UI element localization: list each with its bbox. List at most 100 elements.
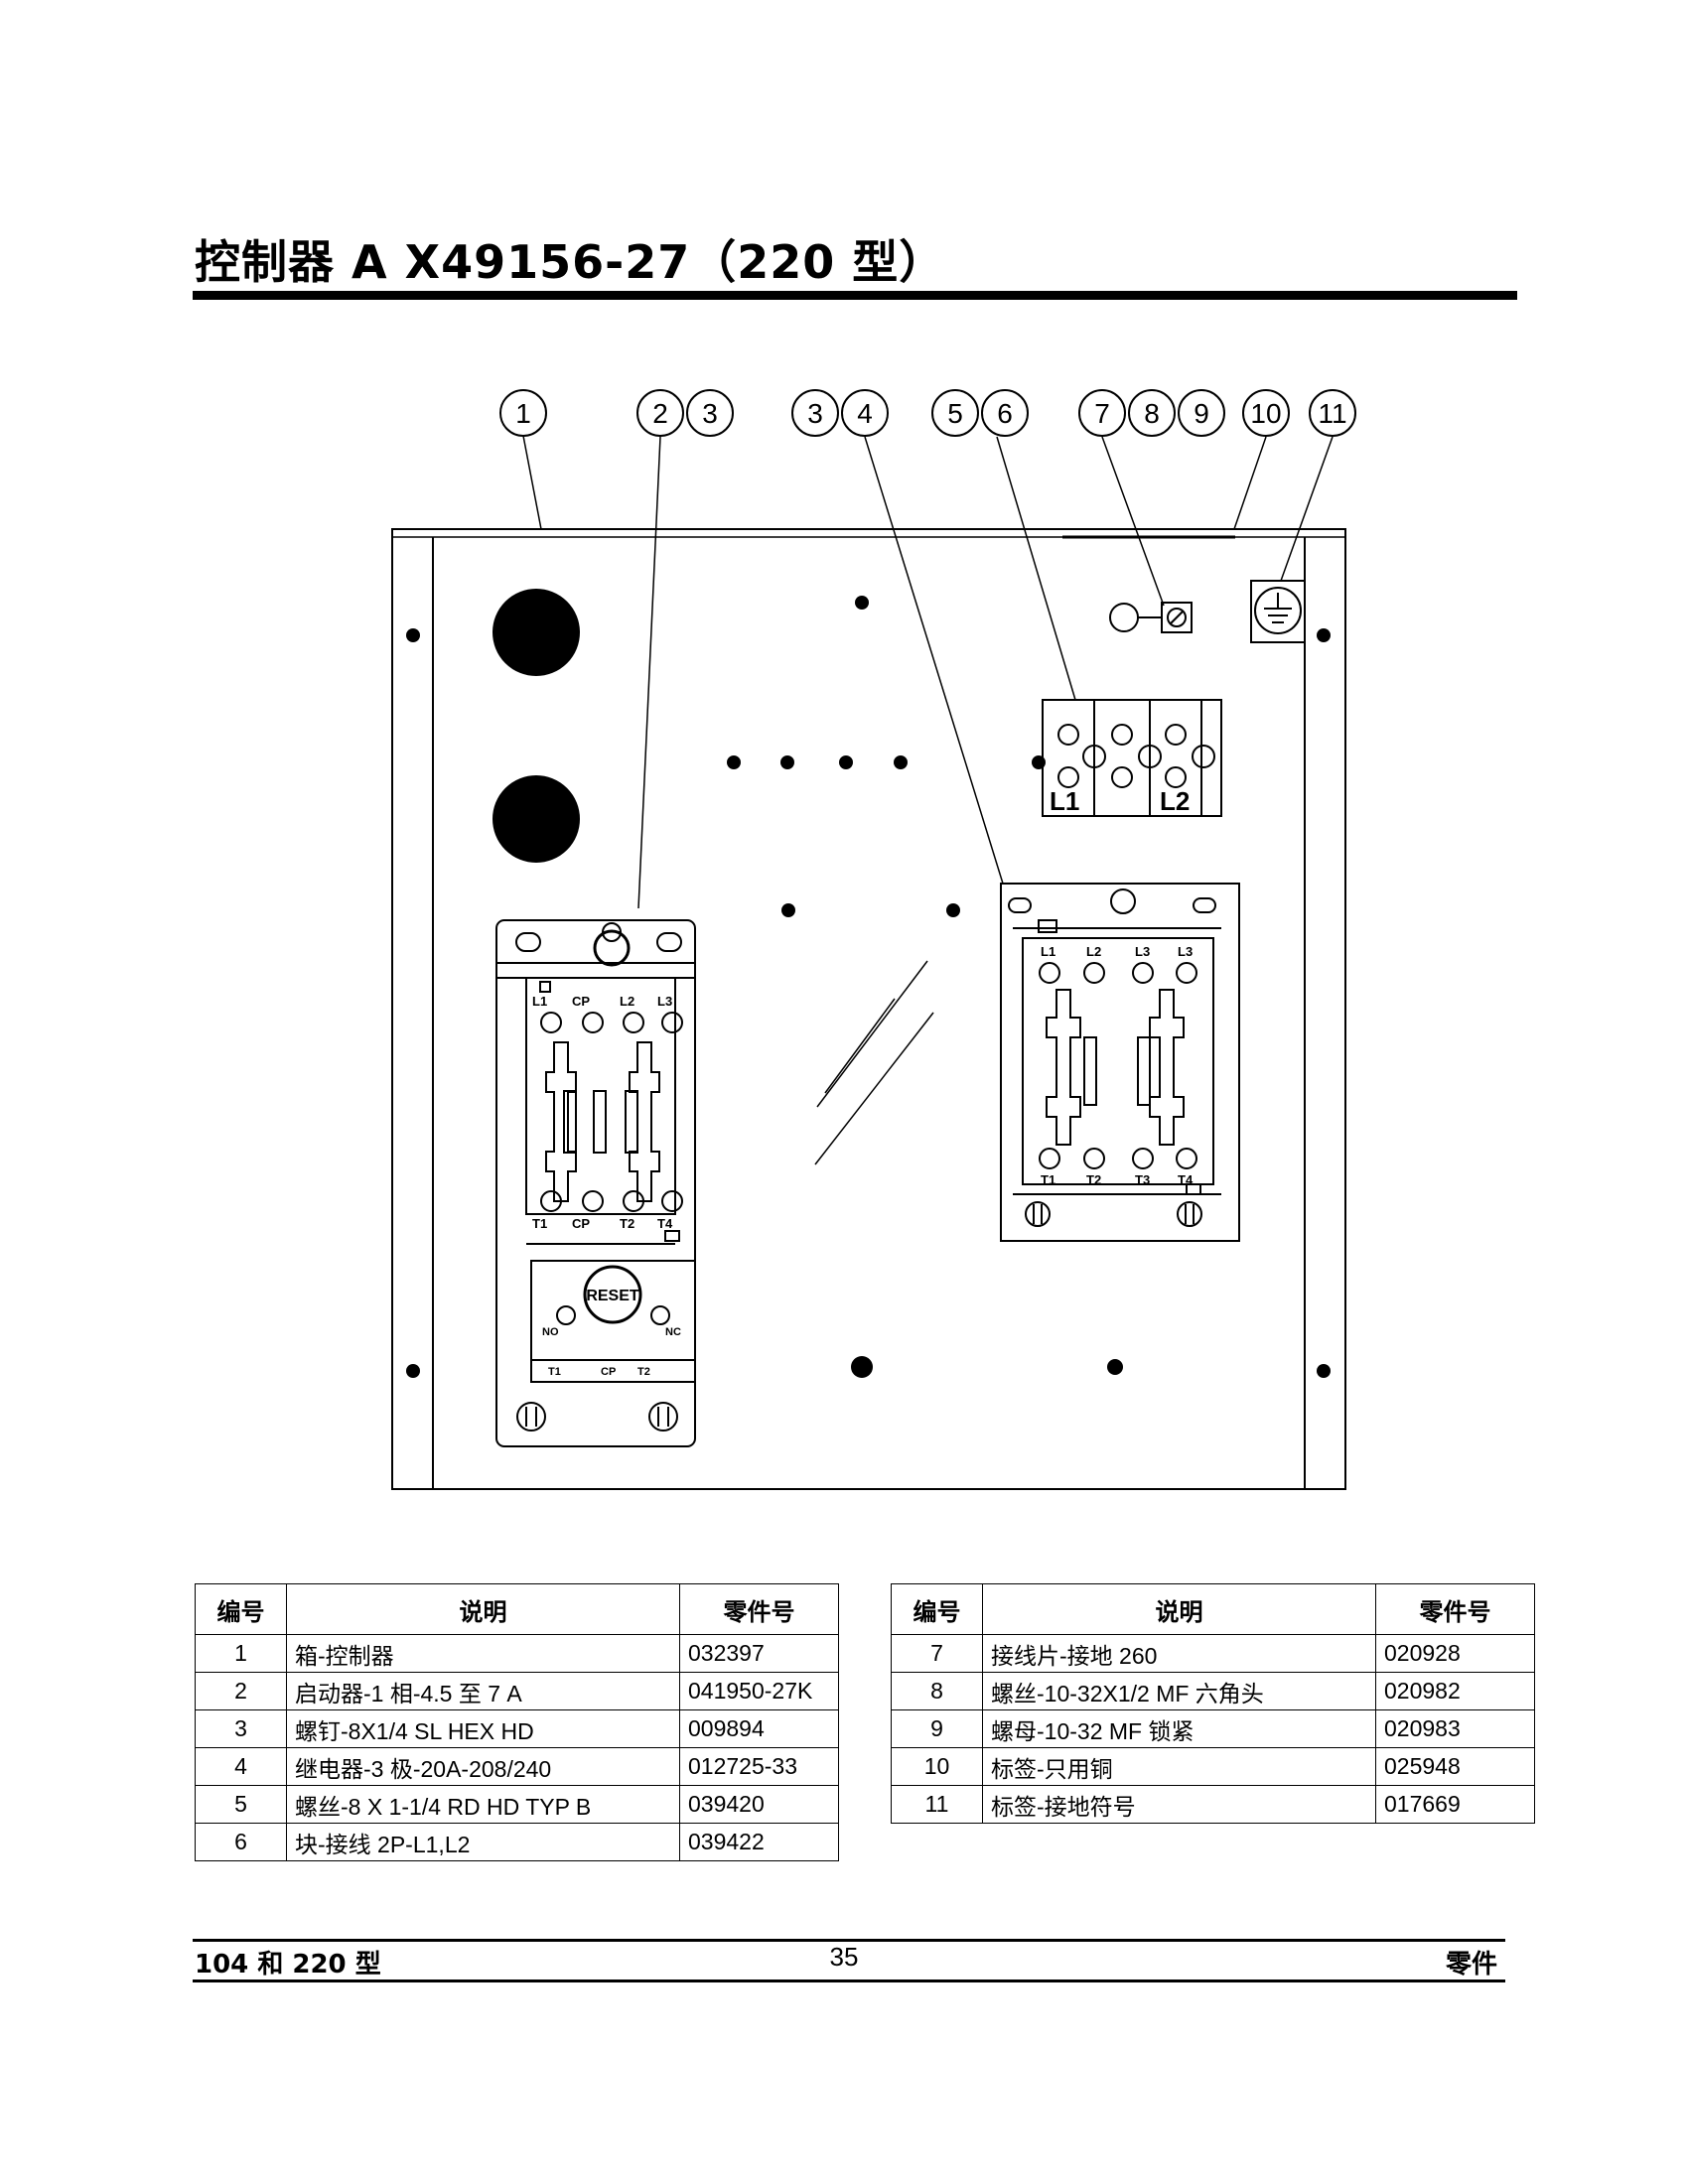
svg-text:3: 3	[807, 398, 823, 429]
item-part-number: 041950-27K	[679, 1672, 839, 1710]
item-description: 螺丝-8 X 1-1/4 RD HD TYP B	[286, 1785, 680, 1824]
table-row: 6 块-接线 2P-L1,L2 039422	[195, 1823, 839, 1861]
relay-assembly: L1 L2 L3 L3 T1 T2 T3 T4	[1000, 883, 1240, 1242]
item-number: 3	[195, 1709, 287, 1748]
svg-text:3: 3	[702, 398, 718, 429]
knockout-hole-top	[492, 589, 580, 676]
svg-text:CP: CP	[572, 1216, 590, 1231]
callout-2: 2	[636, 389, 684, 437]
footer-section: 零件	[1445, 1950, 1497, 1979]
item-description: 继电器-3 极-20A-208/240	[286, 1747, 680, 1786]
terminal-block: L1 L2	[1042, 699, 1222, 817]
svg-text:T2: T2	[637, 1366, 650, 1378]
svg-text:6: 6	[997, 398, 1013, 429]
svg-text:L1: L1	[1050, 786, 1079, 816]
item-description: 螺丝-10-32X1/2 MF 六角头	[982, 1672, 1376, 1710]
table-row: 8 螺丝-10-32X1/2 MF 六角头 020982	[891, 1672, 1535, 1710]
item-description: 螺母-10-32 MF 锁紧	[982, 1709, 1376, 1748]
svg-text:8: 8	[1144, 398, 1160, 429]
table-row: 4 继电器-3 极-20A-208/240 012725-33	[195, 1747, 839, 1786]
header-part-number: 零件号	[679, 1583, 839, 1635]
item-number: 4	[195, 1747, 287, 1786]
item-part-number: 017669	[1375, 1785, 1535, 1824]
header-number: 编号	[195, 1583, 287, 1635]
glare-lines	[814, 960, 934, 1165]
callout-10: 10	[1242, 389, 1290, 437]
item-number: 2	[195, 1672, 287, 1710]
footer-rule-top	[193, 1939, 1505, 1942]
svg-text:2: 2	[652, 398, 668, 429]
item-number: 7	[891, 1634, 983, 1673]
item-number: 6	[195, 1823, 287, 1861]
svg-text:L3: L3	[1135, 944, 1150, 959]
item-description: 启动器-1 相-4.5 至 7 A	[286, 1672, 680, 1710]
callout-3a: 3	[686, 389, 734, 437]
parts-table-left: 编号 说明 零件号 1 箱-控制器 032397 2 启动器-1 相-4.5 至…	[195, 1583, 839, 1861]
item-number: 8	[891, 1672, 983, 1710]
table-row: 9 螺母-10-32 MF 锁紧 020983	[891, 1709, 1535, 1748]
item-description: 块-接线 2P-L1,L2	[286, 1823, 680, 1861]
svg-text:L2: L2	[1086, 944, 1101, 959]
page-number: 35	[829, 1942, 859, 1972]
callout-3b: 3	[791, 389, 839, 437]
svg-text:L3: L3	[657, 994, 672, 1009]
controller-diagram: 1 2 3 3 4 5 6 7 8 9 10 11	[377, 382, 1410, 1499]
enclosure	[391, 528, 1346, 1490]
starter-assembly: L1 CP L2 L3 T1 CP T2 T4 RESET	[495, 919, 696, 1447]
item-description: 螺钉-8X1/4 SL HEX HD	[286, 1709, 680, 1748]
item-number: 5	[195, 1785, 287, 1824]
callout-8: 8	[1128, 389, 1176, 437]
table-row: 5 螺丝-8 X 1-1/4 RD HD TYP B 039420	[195, 1785, 839, 1824]
leader-lines	[522, 435, 1334, 909]
table-header-row: 编号 说明 零件号	[891, 1583, 1535, 1635]
callout-9: 9	[1178, 389, 1225, 437]
svg-text:T1: T1	[1041, 1172, 1055, 1187]
table-header-row: 编号 说明 零件号	[195, 1583, 839, 1635]
item-part-number: 012725-33	[679, 1747, 839, 1786]
svg-text:11: 11	[1318, 398, 1346, 429]
svg-text:T2: T2	[1086, 1172, 1101, 1187]
table-row: 3 螺钉-8X1/4 SL HEX HD 009894	[195, 1709, 839, 1748]
svg-text:T1: T1	[548, 1366, 561, 1378]
item-part-number: 009894	[679, 1709, 839, 1748]
item-number: 9	[891, 1709, 983, 1748]
header-number: 编号	[891, 1583, 983, 1635]
svg-text:T4: T4	[657, 1216, 673, 1231]
svg-text:L2: L2	[620, 994, 634, 1009]
svg-text:T1: T1	[532, 1216, 547, 1231]
item-description: 标签-接地符号	[982, 1785, 1376, 1824]
item-description: 标签-只用铜	[982, 1747, 1376, 1786]
svg-text:NO: NO	[542, 1326, 559, 1338]
parts-table-right: 编号 说明 零件号 7 接线片-接地 260 020928 8 螺丝-10-32…	[891, 1583, 1535, 1824]
callout-circles: 1 2 3 3 4 5 6 7 8 9 10 11	[499, 389, 1356, 437]
callout-5: 5	[931, 389, 979, 437]
svg-text:7: 7	[1094, 398, 1110, 429]
header-description: 说明	[982, 1583, 1376, 1635]
svg-text:NC: NC	[665, 1326, 681, 1338]
svg-text:L1: L1	[1041, 944, 1055, 959]
callout-4: 4	[841, 389, 889, 437]
callout-1: 1	[499, 389, 547, 437]
callout-7: 7	[1078, 389, 1126, 437]
callout-6: 6	[981, 389, 1029, 437]
item-number: 11	[891, 1785, 983, 1824]
table-row: 7 接线片-接地 260 020928	[891, 1634, 1535, 1673]
page-title: 控制器 A X49156-27（220 型）	[195, 235, 946, 289]
item-description: 箱-控制器	[286, 1634, 680, 1673]
footer-models: 104 和 220 型	[195, 1950, 381, 1979]
header-part-number: 零件号	[1375, 1583, 1535, 1635]
svg-text:T2: T2	[620, 1216, 634, 1231]
footer-rule-bottom	[193, 1979, 1505, 1982]
knockout-hole-bottom	[492, 775, 580, 863]
header-description: 说明	[286, 1583, 680, 1635]
item-part-number: 020982	[1375, 1672, 1535, 1710]
svg-text:CP: CP	[572, 994, 590, 1009]
svg-text:L3: L3	[1178, 944, 1193, 959]
svg-text:4: 4	[857, 398, 873, 429]
table-row: 2 启动器-1 相-4.5 至 7 A 041950-27K	[195, 1672, 839, 1710]
item-part-number: 039422	[679, 1823, 839, 1861]
item-description: 接线片-接地 260	[982, 1634, 1376, 1673]
item-part-number: 020983	[1375, 1709, 1535, 1748]
item-part-number: 032397	[679, 1634, 839, 1673]
ground-lug	[1109, 602, 1193, 633]
